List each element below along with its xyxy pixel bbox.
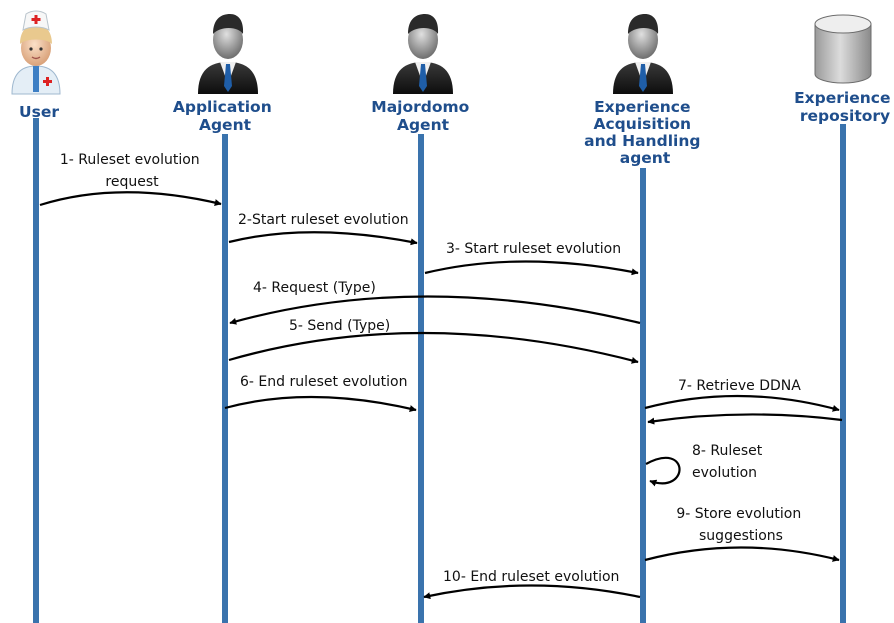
businessman-agent-icon bbox=[613, 14, 673, 94]
message-arrow-8-self bbox=[645, 456, 681, 487]
businessman-agent-icon bbox=[393, 14, 453, 94]
actor-label-application-agent: Application Agent bbox=[173, 98, 277, 134]
message-label-5: 5- Send (Type) bbox=[289, 318, 390, 334]
nurse-user-icon bbox=[11, 10, 61, 95]
message-label-10: 10- End ruleset evolution bbox=[443, 569, 619, 585]
message-arrow-3 bbox=[424, 260, 639, 276]
actor-label-user: User bbox=[19, 103, 59, 121]
message-arrow-4 bbox=[229, 295, 641, 325]
message-label-2: 2-Start ruleset evolution bbox=[238, 212, 409, 228]
message-arrow-7-request bbox=[644, 394, 840, 412]
database-cylinder-icon bbox=[814, 14, 872, 84]
businessman-agent-icon bbox=[198, 14, 258, 94]
message-arrow-10 bbox=[423, 584, 641, 600]
message-arrow-6 bbox=[224, 395, 417, 412]
message-arrow-9 bbox=[644, 546, 840, 562]
message-arrow-1 bbox=[39, 191, 222, 207]
actor-label-experience-repository: Experience repository bbox=[794, 89, 894, 125]
message-arrow-7-response bbox=[647, 413, 843, 425]
actor-label-experience-acquisition-agent: Experience Acquisition and Handling agen… bbox=[584, 98, 706, 167]
actor-label-majordomo-agent: Majordomo Agent bbox=[371, 98, 474, 134]
message-label-7: 7- Retrieve DDNA bbox=[678, 378, 801, 394]
message-arrow-2 bbox=[228, 231, 418, 246]
message-label-3: 3- Start ruleset evolution bbox=[446, 241, 621, 257]
message-label-6: 6- End ruleset evolution bbox=[240, 374, 408, 390]
message-label-1: 1- Ruleset evolution request bbox=[60, 152, 204, 190]
message-label-9: 9- Store evolution suggestions bbox=[676, 506, 805, 544]
message-label-4: 4- Request (Type) bbox=[253, 280, 376, 296]
message-label-8: 8- Ruleset evolution bbox=[692, 443, 767, 481]
message-arrow-5 bbox=[228, 331, 639, 364]
